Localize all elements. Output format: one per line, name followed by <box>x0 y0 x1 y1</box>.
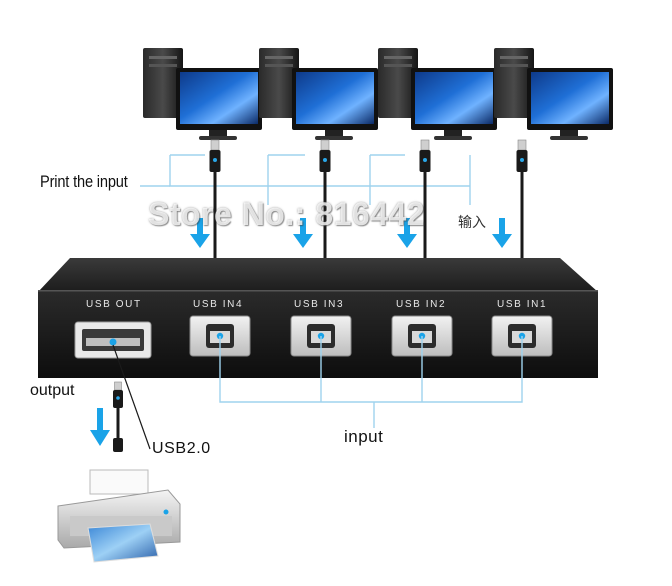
port-label-in3: USB IN3 <box>294 299 345 310</box>
arrow-down-icon <box>190 218 210 248</box>
monitor-screen <box>531 72 609 124</box>
print-the-input-label: Print the input <box>40 172 128 191</box>
port-label-usb-out: USB OUT <box>86 299 142 310</box>
cable-2 <box>319 139 331 262</box>
usb-switch-box <box>38 258 598 378</box>
port-label-in2: USB IN2 <box>396 299 447 310</box>
cable-3 <box>419 139 431 262</box>
arrow-down-icon <box>492 218 512 248</box>
printer <box>57 469 181 563</box>
print-input-bracket <box>140 154 471 205</box>
port-label-in4: USB IN4 <box>193 299 244 310</box>
port-label-in1: USB IN1 <box>497 299 548 310</box>
computer-4 <box>494 48 613 140</box>
monitor-screen <box>296 72 374 124</box>
arrow-down-icon <box>90 408 110 446</box>
computer-3 <box>378 48 497 140</box>
cable-4 <box>516 139 528 262</box>
output-label: output <box>30 382 75 399</box>
computer-2 <box>259 48 378 140</box>
output-cable <box>113 381 123 452</box>
arrow-down-icon <box>397 218 417 248</box>
usb20-pointer <box>112 344 151 450</box>
store-watermark: Store No.: 816442 <box>148 196 426 232</box>
monitor-screen <box>180 72 258 124</box>
input-label: input <box>344 427 384 446</box>
input-bracket <box>219 336 523 428</box>
computer-1 <box>143 48 262 140</box>
cable-1 <box>209 139 221 262</box>
monitor-screen <box>415 72 493 124</box>
usb20-label: USB2.0 <box>152 440 211 457</box>
chinese-input-label: 输入 <box>458 214 486 230</box>
arrow-down-icon <box>293 218 313 248</box>
